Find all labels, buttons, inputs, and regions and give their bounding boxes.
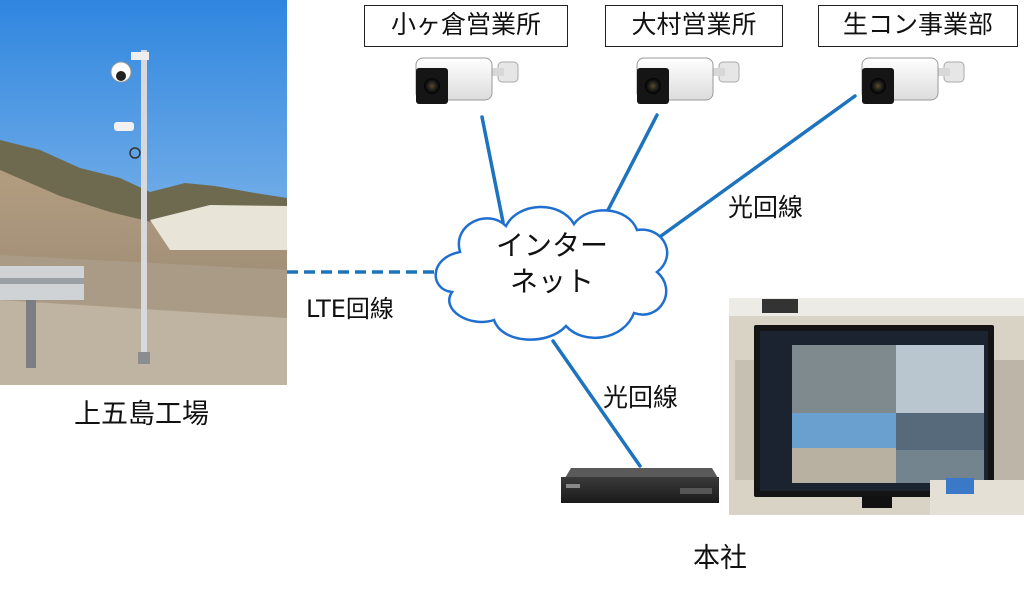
place-label-factory: 上五島工場 [74, 399, 209, 430]
bullet-camera-icon [861, 57, 965, 104]
link-label-fiber-lower: 光回線 [603, 383, 679, 412]
site-photo-pole-camera [0, 0, 287, 385]
site-label-kokura: 小ヶ倉営業所 [364, 5, 568, 47]
bullet-camera-icon [415, 57, 519, 104]
place-label-hq: 本社 [693, 543, 747, 574]
cloud-label: インター ネット [452, 228, 652, 300]
cloud-icon [434, 205, 669, 341]
bullet-camera-icon [636, 57, 740, 104]
cloud-label-line2: ネット [509, 265, 594, 298]
links [287, 94, 857, 468]
link-namacon-to-cloud [659, 94, 857, 238]
cloud-label-line1: インター [495, 229, 608, 262]
link-label-fiber-upper: 光回線 [728, 193, 804, 222]
link-kokura-to-cloud [480, 115, 505, 224]
link-omura-to-cloud [605, 113, 659, 214]
link-cloud-to-hq [551, 339, 642, 468]
link-label-lte: LTE回線 [306, 295, 394, 323]
nvr-recorder-icon [561, 468, 719, 503]
site-label-namacon: 生コン事業部 [818, 5, 1018, 47]
site-label-omura: 大村営業所 [605, 5, 783, 47]
monitor-icon [729, 298, 1024, 515]
